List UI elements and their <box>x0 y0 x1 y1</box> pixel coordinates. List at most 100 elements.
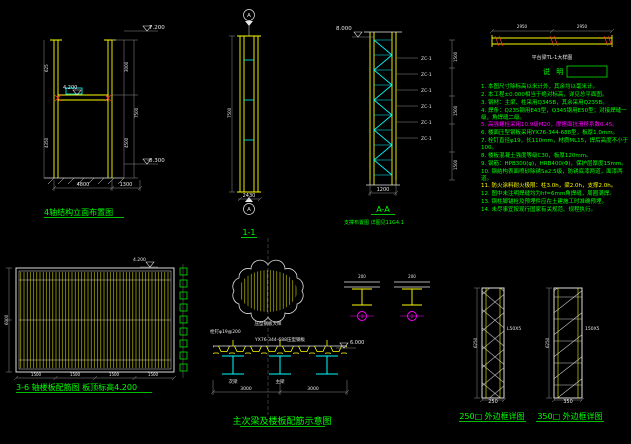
zc1-label-4: ZC-1 <box>421 104 432 110</box>
note-item-7: 7. 栓钉直径φ19，长110mm，材质ML15，焊后高度不小于100。 <box>481 138 629 151</box>
beam-dim-3000-1: 3000 <box>240 386 252 392</box>
lvl-7200-label: 7.200 <box>149 25 165 31</box>
diagonal-bracing <box>373 39 393 176</box>
section-bubble-2 <box>407 311 417 321</box>
beam-connection-detail <box>65 87 83 95</box>
ibeam-detail-1 <box>344 281 380 321</box>
deck-detail-cloud <box>232 238 304 415</box>
slab-dim-1500-3: 1500 <box>109 372 120 377</box>
section-bubble-1 <box>357 311 367 321</box>
sec2-dim-200: 200 <box>408 274 416 279</box>
slab-dim-1500-1: 1500 <box>31 372 42 377</box>
note-item-14: 14. 未尽事宜按现行国家有关规范、规程执行。 <box>481 207 596 213</box>
lvl-neg300-label: -0.300 <box>147 158 165 164</box>
zc1-label-5: ZC-1 <box>421 120 432 126</box>
beam-label-primary: 主梁 <box>276 378 285 385</box>
cloud-deck-fill <box>239 270 297 312</box>
frame-350-detail <box>536 287 604 422</box>
composite-beam-section <box>210 340 356 427</box>
sec1-dim-200: 200 <box>358 274 366 279</box>
col-dim-2430: 2430 <box>243 193 256 199</box>
elev-dim-7500: 7500 <box>134 107 139 118</box>
section-marker-bottom <box>243 203 255 215</box>
elev-dim-4800: 4800 <box>77 182 90 188</box>
zc1-label-1: ZC-1 <box>421 56 432 62</box>
elev-dim-1300: 1300 <box>120 182 133 188</box>
elev-dim-3000: 3000 <box>124 61 129 72</box>
cloud-label: 压型钢板大样 <box>255 320 282 327</box>
level-marker-neg300 <box>142 158 152 165</box>
sectionAA-title: A-A <box>376 205 390 214</box>
cloud-outline <box>232 259 304 323</box>
lvl-6000-label: 6.000 <box>350 340 364 346</box>
tr-dim-2950-1: 2950 <box>517 24 528 29</box>
frame250-steel-label: L50X5 <box>507 326 521 332</box>
note-item-3: 3. 钢材：主梁、柱采用Q345B，其余采用Q235B。 <box>481 99 608 106</box>
aa-dim-1500-3: 1500 <box>453 159 458 170</box>
elevation-dim-lines <box>43 39 143 191</box>
ground-hatch <box>47 177 125 185</box>
section-marker-bottom-label: A <box>247 207 251 213</box>
aa-dim-1500-2: 1500 <box>453 105 458 116</box>
deck-type-label: YX76-344-688压型钢板 <box>254 336 305 343</box>
elevation-title: 4轴结构立面布置图 <box>44 207 113 217</box>
column-section-1-1 <box>229 9 263 238</box>
frame350-steel-label: 150X5 <box>585 326 600 332</box>
note-item-10: 10. 钢结构表面喷砂除锈Sa2.5级，防锈底漆两道，面漆两道。 <box>481 168 623 182</box>
aa-dim-1500-1: 1500 <box>453 51 458 62</box>
top-right-beam-detail <box>489 28 615 47</box>
frame250-title: 250□ 外边框详图 <box>459 411 524 421</box>
section-arrow-bottom <box>245 197 253 202</box>
notes-panel: 1. 本图尺寸除标高以米计外，其余均以毫米计。2. 本工程±0.000相当于绝对… <box>481 84 629 215</box>
frame-250-detail <box>459 287 526 422</box>
slab-dim-6000: 6000 <box>4 314 9 325</box>
slab-lvl-4200-label: 4.200 <box>133 257 146 263</box>
level-marker-8000 <box>353 31 363 38</box>
note-item-2: 2. 本工程±0.000相当于绝对标高，详见总平面图。 <box>481 91 608 98</box>
elevation-view <box>43 25 158 218</box>
note-item-1: 1. 本图尺寸除标高以米计外，其余均以毫米计。 <box>481 84 598 90</box>
ibeam-detail-2 <box>394 281 430 321</box>
note-item-11: 11. 防火涂料耐火极限：柱3.0h，梁2.0h，支撑2.0h。 <box>481 183 617 190</box>
col-dim-7500: 7500 <box>227 107 232 118</box>
beam-title: 主次梁及楼板配筋示意图 <box>232 415 331 427</box>
aa-caption: 支撑布置图 详图见11G4.1 <box>344 219 404 226</box>
lvl-8000-label: 8.000 <box>336 26 352 32</box>
frame250-dim-6250: 6250 <box>473 337 478 348</box>
elev-dim-625: 625 <box>44 64 49 72</box>
aa-dim-1200: 1200 <box>377 187 390 193</box>
beam-label-secondary: 次梁 <box>229 378 238 385</box>
slab-plan <box>6 261 188 393</box>
note-item-9: 9. 钢筋：HPB300(φ)，HRB400(Φ)，保护层厚度15mm。 <box>481 160 627 167</box>
level-marker-4200 <box>72 89 82 96</box>
note-item-13: 13. 钢柱脚锚栓及预埋件应在土建施工时准确预埋。 <box>481 199 607 206</box>
frame350-dim-6250: 6250 <box>545 337 550 348</box>
steel-beams <box>222 355 338 375</box>
sec2-bubble-num: 2 <box>411 314 414 319</box>
tr-detail-label: 平台梁TL-1大样图 <box>532 54 573 61</box>
sec1-bubble-num: 1 <box>361 314 364 319</box>
frame250-dim-250: 250 <box>488 399 498 405</box>
truss-section-a-a <box>352 31 455 215</box>
frame350-title: 350□ 外边框详图 <box>537 411 602 421</box>
zc1-label-6: ZC-1 <box>421 136 432 142</box>
weld-marks <box>54 94 112 102</box>
notes-header: 说 明 <box>543 68 566 76</box>
section-marker-top <box>243 9 255 21</box>
level-marker-6000 <box>339 342 349 349</box>
elev-lvl-4200-label: 4.200 <box>63 85 77 91</box>
stud-label: 栓钉φ19@200 <box>210 328 241 335</box>
note-item-6: 6. 楼面压型钢板采用YX76-344-688型，板厚1.0mm。 <box>481 130 619 137</box>
level-marker-slab-4200 <box>145 261 155 268</box>
section-arrow-top <box>245 21 253 26</box>
red-hatch-marks <box>494 35 613 47</box>
frame350-dim-350: 350 <box>563 399 573 405</box>
zc1-label-2: ZC-1 <box>421 72 432 78</box>
elev-dim-4500: 4500 <box>124 137 129 148</box>
slab-dim-1500-4: 1500 <box>148 372 159 377</box>
tr-dim-2950-2: 2950 <box>577 24 588 29</box>
